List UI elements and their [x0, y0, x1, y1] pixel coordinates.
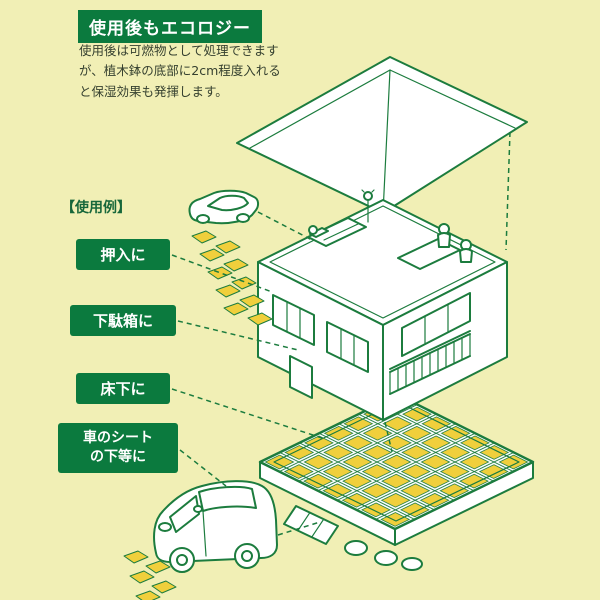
usage-label-car-seat-line1: 車のシート: [83, 430, 153, 447]
header-title-box: 使用後もエコロジー: [78, 10, 262, 43]
usage-label-car-seat-line2: の下等に: [90, 449, 146, 465]
usage-label-shoe-cabinet: 下駄箱に: [70, 305, 176, 336]
under-floor-grid: [258, 393, 535, 571]
balcony-railing: [389, 330, 471, 395]
stepping-stones: [344, 540, 423, 571]
product-sheets-trail-top: [191, 230, 273, 326]
left-face-windows: [272, 294, 369, 399]
usage-label-under-floor: 床下に: [76, 373, 170, 404]
usage-label-closet: 押入に: [76, 239, 170, 270]
rooftop-interior: [307, 189, 473, 270]
usage-label-car-seat: 車のシート の下等に: [58, 423, 178, 473]
usage-label-closet-text: 押入に: [100, 246, 146, 264]
house: [257, 189, 508, 453]
usage-label-under-floor-text: 床下に: [100, 380, 146, 398]
roof: [236, 56, 528, 251]
sedan-car: [188, 189, 313, 241]
usage-section-label: 【使用例】: [61, 200, 131, 216]
header-description: 使用後は可燃物として処理できますが、植木鉢の底部に2cm程度入れると保湿効果も発…: [79, 43, 281, 99]
right-face-window: [401, 292, 471, 357]
minivan: [153, 480, 321, 573]
grid-ramp: [283, 505, 339, 545]
product-sheets-trail-bottom: [123, 550, 177, 600]
header-title: 使用後もエコロジー: [89, 19, 251, 39]
leader-lines: [171, 254, 323, 487]
usage-label-shoe-cabinet-text: 下駄箱に: [92, 312, 153, 330]
